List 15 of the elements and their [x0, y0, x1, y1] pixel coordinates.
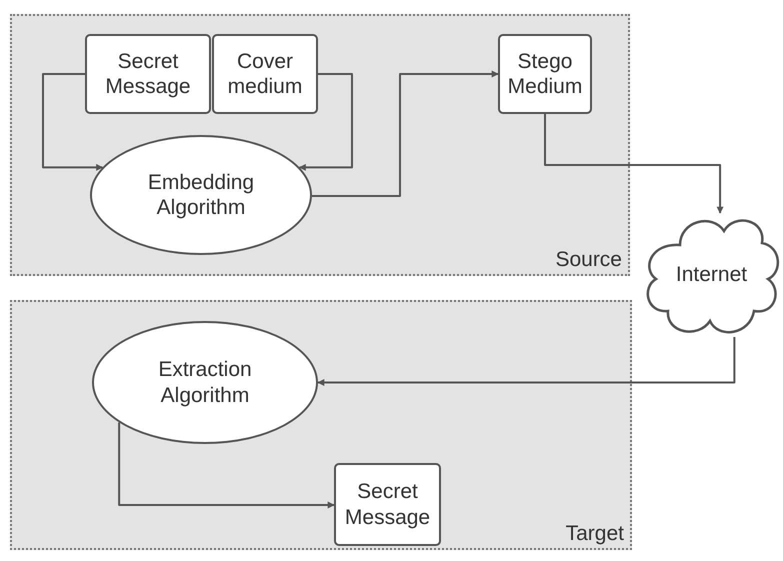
- arrow: [118, 422, 335, 508]
- arrow: [544, 114, 724, 214]
- process-ellipse: Extraction Algorithm: [92, 321, 318, 444]
- arrow: [317, 337, 736, 386]
- group-region: [10, 14, 630, 276]
- group-region: [10, 300, 632, 550]
- process-box: Secret Message: [334, 463, 441, 546]
- arrow: [312, 70, 499, 197]
- arrow: [298, 73, 353, 171]
- process-box: Secret Message: [85, 34, 211, 114]
- arrow: [42, 73, 104, 171]
- node-label: Internet: [676, 262, 748, 288]
- process-ellipse: Embedding Algorithm: [90, 135, 312, 255]
- process-box: Stego Medium: [498, 34, 592, 114]
- process-box: Cover medium: [212, 34, 318, 114]
